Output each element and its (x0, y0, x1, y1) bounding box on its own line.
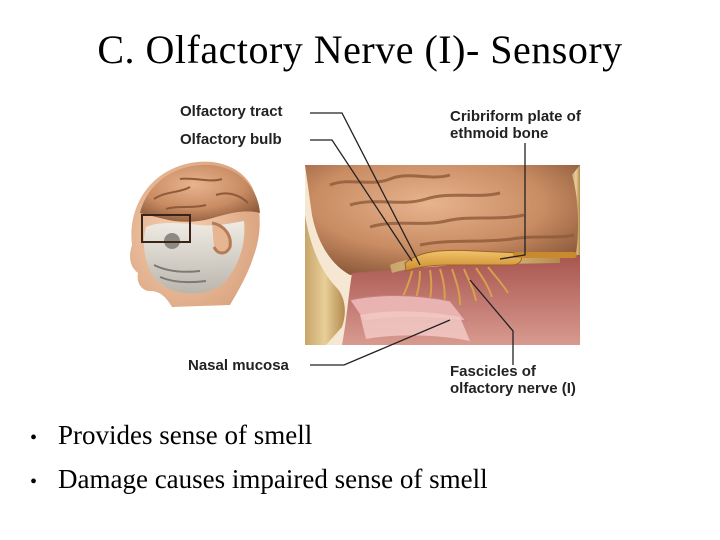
label-olfactory-bulb: Olfactory bulb (180, 131, 282, 148)
bullet-dot-icon: • (30, 471, 38, 493)
bullet-item: • Provides sense of smell (30, 420, 700, 464)
bullet-dot-icon: • (30, 427, 38, 449)
bullet-text: Damage causes impaired sense of smell (58, 464, 488, 494)
anatomy-illustration (130, 112, 580, 366)
leader-lines (310, 112, 526, 366)
label-fascicles-line1: Fascicles of (450, 363, 536, 380)
slide-title: C. Olfactory Nerve (I)- Sensory (97, 27, 623, 72)
head-profile (130, 161, 260, 307)
olfactory-figure: Olfactory tract Olfactory bulb Cribrifor… (120, 95, 620, 400)
label-cribriform-line1: Cribriform plate of (450, 108, 581, 125)
label-nasal-mucosa: Nasal mucosa (188, 357, 289, 374)
label-cribriform-plate: Cribriform plate of ethmoid bone (450, 108, 581, 142)
label-cribriform-line2: ethmoid bone (450, 125, 549, 142)
label-fascicles-line2: olfactory nerve (I) (450, 380, 576, 397)
zoom-region-box (141, 214, 191, 243)
label-olfactory-tract: Olfactory tract (180, 103, 283, 120)
bullet-text: Provides sense of smell (58, 420, 313, 450)
label-fascicles: Fascicles of olfactory nerve (I) (450, 363, 576, 397)
detail-cross-section (305, 165, 580, 345)
bullet-item: • Damage causes impaired sense of smell (30, 464, 700, 508)
bullet-list: • Provides sense of smell • Damage cause… (30, 420, 700, 508)
olfactory-bulb-shape (404, 249, 523, 272)
